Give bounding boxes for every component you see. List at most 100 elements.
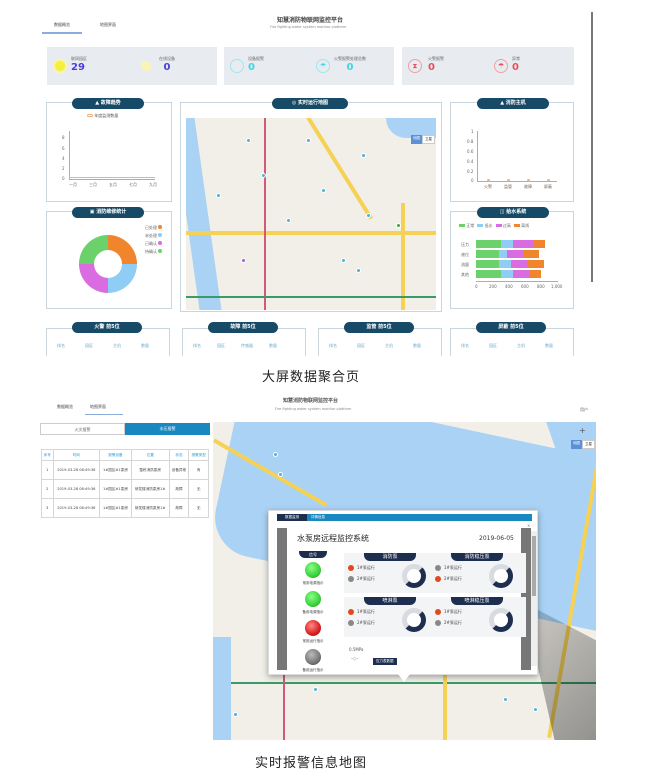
y-tick: 0.2: [467, 169, 474, 174]
pressure-gauge: [402, 564, 426, 588]
satellite-button[interactable]: 卫星: [422, 135, 435, 144]
x-tick: 三月: [89, 182, 97, 187]
legend-item: 年度监测数量: [87, 113, 118, 119]
umbrella-icon: ☂: [494, 59, 508, 73]
y-tick: 4: [62, 156, 65, 161]
pressure-gauge: [489, 564, 513, 588]
fire-host-title: ▲ 消防主机: [477, 98, 549, 109]
stat-value: 0: [163, 62, 171, 73]
table-header: 序号时间报警设备位置状态报警类型: [41, 449, 209, 461]
monitor-icon: ◫: [499, 209, 507, 215]
alarm-tab-pressure[interactable]: 水压报警: [125, 423, 210, 435]
stacked-bar: [476, 250, 539, 258]
y-tick: 0.4: [467, 159, 474, 164]
tab-map[interactable]: 地图界面: [100, 22, 116, 27]
fault-trend-panel: 年度监测数量 0 2 4 6 8 一月 三月 五月 七月 九月: [46, 102, 172, 202]
ranking-fire-title: 火警 前5位: [72, 322, 142, 333]
x-tick: 五月: [109, 182, 117, 187]
tab-details[interactable]: 详情信息: [311, 515, 325, 519]
popup-close-button[interactable]: ×: [527, 523, 531, 528]
ranking-fault-title: 故障 前5位: [208, 322, 278, 333]
stat-value: 29: [71, 62, 85, 73]
x-axis: [477, 181, 557, 182]
pump-card: 喷淋稳压泵 1#泵运行 2#泵运行: [431, 597, 526, 637]
y-label: 其他: [461, 272, 469, 277]
status-lamp: [305, 591, 321, 607]
x-axis: [476, 281, 558, 282]
host-icon: ▲: [500, 100, 506, 106]
scrollbar[interactable]: [591, 12, 593, 282]
status-lamp: [305, 562, 321, 578]
y-tick: 0.8: [467, 139, 474, 144]
y-tick: 6: [62, 146, 65, 151]
y-tick: 8: [62, 135, 65, 140]
chart-icon: ▲: [95, 100, 101, 106]
x-tick: 七月: [129, 182, 137, 187]
stat-label: 在线设备: [159, 56, 175, 61]
x-tick: 1,000: [551, 284, 563, 289]
ranking-supervise-title: 监管 前5位: [344, 322, 414, 333]
x-tick: 800: [537, 284, 545, 289]
y-axis: [69, 131, 70, 179]
user-label[interactable]: 用户: [580, 407, 588, 412]
x-tick: 故障: [524, 184, 532, 189]
x-tick: 400: [505, 284, 513, 289]
y-tick: 2: [62, 166, 65, 171]
stat-label: 设备报警: [248, 56, 264, 61]
maintenance-stats-panel: 已处理 未处理 已确认 待确认: [46, 211, 172, 309]
lamp-label: 常用运行指示: [302, 639, 324, 643]
legend-item: 待确认: [145, 249, 163, 255]
donut-chart: [79, 235, 137, 293]
x-tick: 200: [489, 284, 497, 289]
y-tick: 0: [471, 178, 474, 183]
legend-item: 未处理: [145, 233, 163, 239]
pressure-gauge: [489, 608, 513, 632]
tab-overview[interactable]: 数据概览: [54, 22, 70, 27]
popup-tabbar: 数据监测 详情信息: [277, 514, 532, 521]
pressure-data-button[interactable]: 压力表数据: [373, 658, 397, 665]
popup-date: 2019-06-05: [479, 535, 514, 542]
y-tick: 0: [62, 176, 65, 181]
zoom-in-button[interactable]: +: [579, 426, 586, 435]
map-button[interactable]: 地图: [411, 135, 422, 144]
stat-label: 火警报警: [428, 56, 444, 61]
umbrella-icon: ☂: [316, 59, 330, 73]
x-tick: 600: [521, 284, 529, 289]
map-type-toggle[interactable]: 地图 卫星: [571, 440, 595, 449]
tab-overview-2[interactable]: 数据概览: [57, 404, 73, 409]
y-axis: [477, 131, 478, 181]
popup-pointer: [398, 674, 410, 682]
popup-title: 水泵房远程监控系统: [297, 534, 369, 543]
map-button[interactable]: 地图: [571, 440, 582, 449]
globe-icon: ◎: [291, 100, 299, 106]
caption-dashboard: 大屏数据聚合页: [262, 370, 361, 385]
map-type-toggle[interactable]: 地图 卫星: [411, 135, 435, 144]
lamp-label: 常用电源指示: [302, 581, 324, 585]
map-view[interactable]: 地图 卫星: [186, 118, 436, 310]
stat-value: 0: [248, 62, 255, 73]
realtime-map-panel: 地图 卫星: [180, 102, 442, 312]
lamp-label: 备用电源指示: [302, 610, 324, 614]
popup-scrollbar[interactable]: [521, 528, 531, 670]
stat-label: 异常: [512, 56, 520, 61]
x-tick: 0: [475, 284, 478, 289]
caption-map: 实时报警信息地图: [255, 756, 368, 771]
satellite-button[interactable]: 卫星: [582, 440, 595, 449]
y-tick: 0.6: [467, 149, 474, 154]
tab-map-2[interactable]: 地图界面: [90, 404, 106, 409]
x-axis: [69, 179, 155, 180]
legend-item: 已确认: [145, 241, 163, 247]
pump-room-popup: 数据监测 详情信息 × 水泵房远程监控系统 2019-06-05 信号 常用电源…: [268, 510, 538, 675]
fire-host-panel: 0 0.2 0.4 0.6 0.8 1 火警 监管 故障 屏蔽: [450, 102, 574, 202]
tab-data-monitor[interactable]: 数据监测: [277, 514, 307, 521]
fault-trend-title: ▲ 故障趋势: [72, 98, 144, 109]
line-series: [69, 177, 155, 178]
stat-value: 0: [428, 62, 435, 73]
lamp-label: 备用运行指示: [302, 668, 324, 672]
alarm-tab-fire[interactable]: 火灾报警: [40, 423, 125, 435]
